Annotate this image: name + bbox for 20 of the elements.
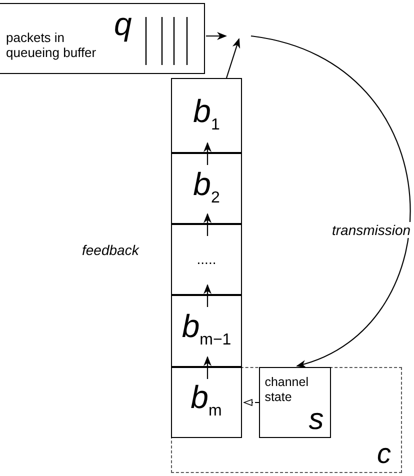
channel-state-caption: channel state	[264, 374, 310, 405]
block-label: b$_{1}$	[193, 92, 220, 134]
channel-state-box	[258, 366, 331, 438]
queue-symbol: q	[114, 6, 132, 43]
buffer-block	[171, 78, 242, 153]
buffer-block	[170, 366, 242, 438]
state-symbol: s	[308, 402, 324, 437]
queue-box	[0, 3, 205, 74]
buffer-block	[171, 153, 242, 224]
block-label: b$_{m−1}$	[182, 308, 232, 350]
region-symbol: c	[377, 438, 391, 470]
dashed-region	[171, 367, 402, 473]
buffer-block	[171, 224, 242, 295]
buffer-block	[171, 295, 242, 367]
block-label: .....	[196, 250, 216, 267]
buffer-caption: packets in queueing buffer	[6, 30, 98, 60]
block-label: b$_{2}$	[193, 166, 220, 208]
feedback-label: feedback	[82, 242, 139, 258]
block-label: b$_{m}$	[190, 379, 222, 421]
edge-label: transmission	[332, 222, 411, 238]
